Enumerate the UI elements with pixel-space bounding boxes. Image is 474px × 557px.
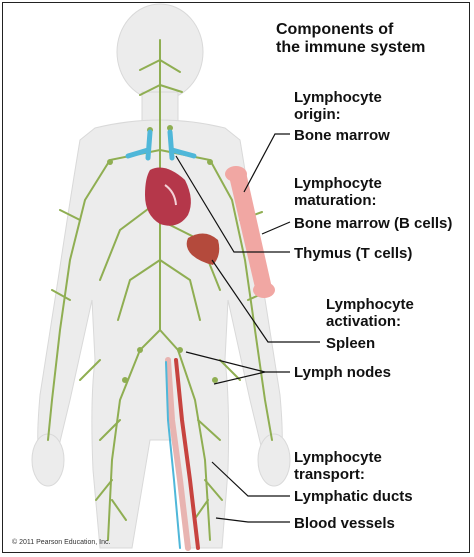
lymph-node-dots [107, 125, 218, 383]
transport-heading-line-2: transport: [294, 466, 365, 483]
title-line-2: the immune system [276, 39, 426, 56]
maturation-heading-line-1: Lymphocyte [294, 175, 382, 192]
leg-vessels [165, 357, 200, 551]
origin-heading-line-2: origin: [294, 106, 341, 123]
figure-border [2, 2, 470, 553]
label-spleen: Spleen [326, 335, 376, 352]
label-lymphatic-ducts: Lymphatic ducts [294, 488, 413, 505]
bone-marrow-humerus [225, 166, 275, 298]
copyright: © 2011 Pearson Education, Inc. [12, 539, 111, 546]
label-lymph-nodes: Lymph nodes [294, 364, 391, 381]
thymus [125, 129, 197, 161]
label-thymus-t-cells: Thymus (T cells) [294, 245, 413, 262]
label-bone-marrow: Bone marrow [294, 127, 390, 144]
activation-heading-line-1: Lymphocyte [326, 296, 414, 313]
spleen [186, 233, 220, 265]
body-silhouette [31, 3, 291, 549]
label-bone-marrow-b-cells: Bone marrow (B cells) [294, 215, 453, 232]
maturation-heading-line-2: maturation: [294, 192, 377, 209]
leader-lines [175, 133, 320, 523]
origin-heading-line-1: Lymphocyte [294, 89, 382, 106]
title-line-1: Components of [276, 21, 394, 38]
activation-heading-line-2: activation: [326, 313, 402, 330]
label-blood-vessels: Blood vessels [294, 515, 395, 532]
heart [145, 167, 191, 226]
transport-heading-line-1: Lymphocyte [294, 449, 382, 466]
